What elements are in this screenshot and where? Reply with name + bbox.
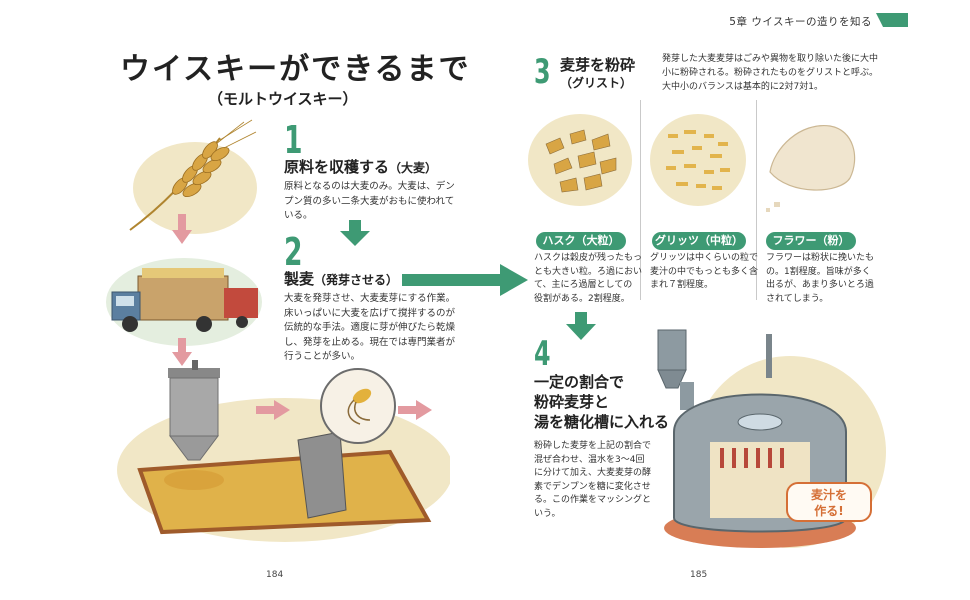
step-2-paren: （発芽させる） <box>314 273 399 287</box>
label-husk: ハスク（大粒） <box>536 232 626 250</box>
step-1-title: 原料を収穫する（大麦） <box>284 158 438 176</box>
step-3-body: 発芽した大麦麦芽はごみや異物を取り除いた後に大中小に粉砕される。粉砕されたものを… <box>662 54 879 92</box>
chapter-tab <box>876 13 908 27</box>
page-title: ウイスキーができるまで <box>120 52 471 87</box>
chapter-header: 5章 ウイスキーの造りを知る <box>729 16 872 28</box>
malting-floor-illustration <box>117 360 450 542</box>
pink-arrow-down-1 <box>172 214 192 244</box>
step-4-body: 粉砕した麦芽を上記の割合で混ぜ合わせ、温水を3～4回に分けて加え、大麦麦芽の酵 … <box>534 441 652 519</box>
flour-illustration <box>766 125 856 212</box>
mash-tun-illustration <box>657 329 886 548</box>
step-2-body: 大麦を発芽させ、大麦麦芽にする作業。床いっぱいに大麦を広げて撹拌するのが伝統的な… <box>284 293 456 362</box>
green-arrow-down-2 <box>566 312 596 340</box>
divider-2 <box>756 100 757 300</box>
divider-1 <box>640 100 641 300</box>
step-1-number: 1 <box>284 118 303 162</box>
step-2-number: 2 <box>284 230 303 274</box>
step-1-paren: （大麦） <box>389 161 438 175</box>
grits-body: グリッツは中くらいの粒で麦汁の中でもっとも多く含まれ７割程度。 <box>650 253 759 290</box>
flour-body: フラワーは粉状に挽いたもの。1割程度。旨味が多く 出るが、あまり多いとろ過されて… <box>766 253 875 304</box>
step-3-paren: （グリスト） <box>560 76 633 90</box>
step-4-title: 一定の割合で粉砕麦芽と湯を糖化槽に入れる <box>534 373 670 431</box>
page-number-left: 184 <box>266 570 284 580</box>
step-2-title: 製麦（発芽させる） <box>284 270 399 288</box>
green-arrow-down-1 <box>340 220 370 246</box>
label-grits: グリッツ（中粒） <box>652 232 746 250</box>
step-1-body: 原料となるのは大麦のみ。大麦は、デンプン質の多い二条大麦がおもに使われている。 <box>284 181 455 221</box>
grits-illustration <box>650 114 746 206</box>
barley-illustration <box>129 119 257 234</box>
green-arrow-right-main <box>402 264 528 296</box>
pink-arrow-right-1 <box>256 400 290 420</box>
pink-arrow-down-2 <box>172 338 192 366</box>
husk-illustration <box>528 114 632 206</box>
step-4-number: 4 <box>534 334 551 374</box>
step-3-number: 3 <box>534 52 551 92</box>
label-flour: フラワー（粉） <box>766 232 856 250</box>
pink-arrow-right-2 <box>398 400 432 420</box>
wort-badge: 麦汁を作る! <box>786 482 872 522</box>
step-3-title: 麦芽を粉砕 <box>560 56 636 74</box>
husk-body: ハスクは穀皮が残ったもっとも大きい粒。ろ過におい て、主にろ過層としての役割があ… <box>534 253 643 304</box>
sprout-icon <box>347 388 372 425</box>
page-number-right: 185 <box>690 570 708 580</box>
page-subtitle: （モルトウイスキー） <box>208 90 358 108</box>
sprout-bubble <box>320 368 396 444</box>
truck-illustration <box>106 258 262 346</box>
